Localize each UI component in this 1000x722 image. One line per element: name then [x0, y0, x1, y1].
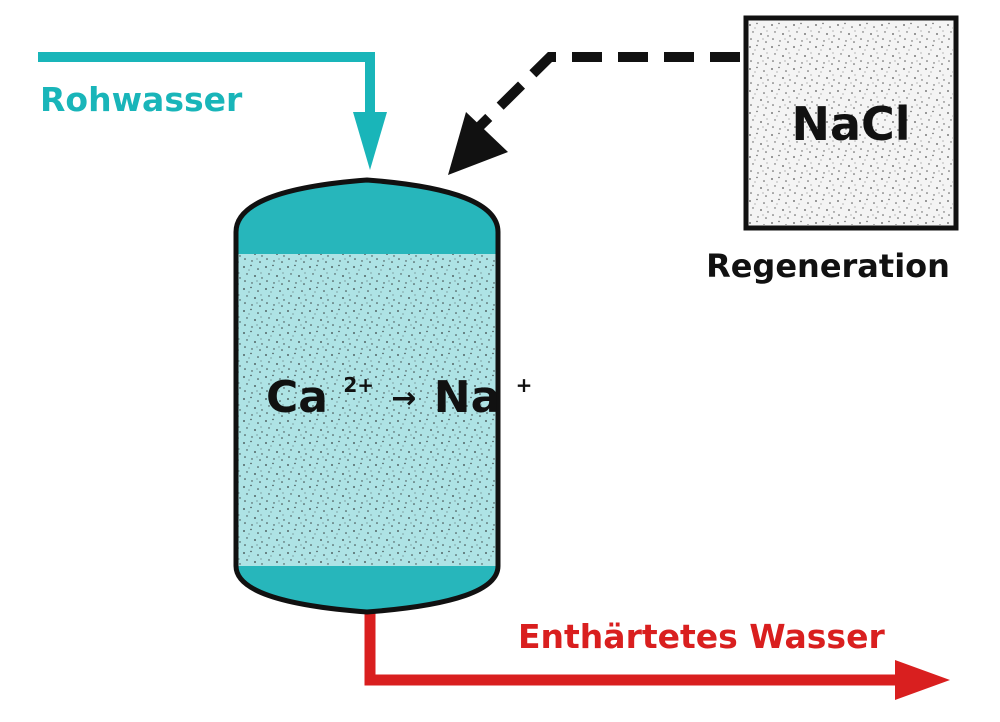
- salt-container: [743, 15, 959, 231]
- reaction-ca-charge: 2+: [343, 373, 374, 397]
- reaction-na-charge: +: [516, 373, 533, 397]
- regeneration-label: Regeneration: [706, 247, 950, 285]
- softened-water-arrowhead: [895, 660, 950, 700]
- tank-outline: [233, 177, 501, 615]
- ion-exchange-tank: [233, 177, 501, 615]
- reaction-na: Na: [434, 372, 501, 423]
- raw-water-arrowhead: [353, 112, 387, 170]
- raw-water-label: Rohwasser: [40, 80, 243, 119]
- salt-label: NaCl: [791, 97, 910, 151]
- reaction-arrow: →: [391, 381, 416, 416]
- softened-water-outlet-pipe: [364, 612, 950, 700]
- raw-water-inlet-pipe: [38, 52, 387, 170]
- reaction-label: Ca 2+ → Na +: [266, 352, 532, 423]
- tank-top-water: [236, 180, 498, 254]
- regeneration-dashed-line: [448, 52, 740, 175]
- reaction-ca: Ca: [266, 372, 328, 423]
- regeneration-arrowhead: [448, 112, 508, 175]
- softened-water-label: Enthärtetes Wasser: [518, 617, 885, 656]
